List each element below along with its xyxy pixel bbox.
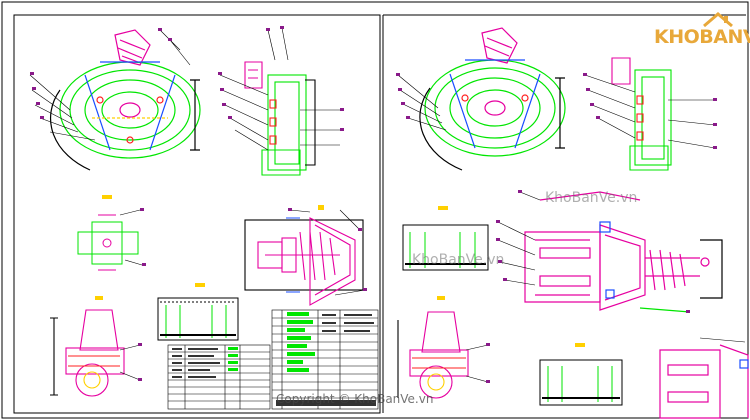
- brake-chamber-right: [497, 191, 723, 313]
- slack-adjuster-left: [50, 296, 141, 397]
- label-tags: [30, 26, 717, 383]
- table-fill-marks: [228, 312, 315, 372]
- cross-section-right: [402, 206, 489, 271]
- table-text-marks: [172, 314, 376, 406]
- logo-text: KHOBANVE: [654, 26, 750, 48]
- brake-drum-view-left: [29, 29, 201, 171]
- brake-chamber-right-bottom: [659, 337, 749, 419]
- shaft-part-left: [77, 195, 143, 271]
- brake-drum-view-right: [397, 27, 566, 171]
- logo-house-icon: [703, 12, 733, 28]
- copyright-watermark: Copyright © KhoBanVe.vn: [276, 392, 434, 406]
- slack-adjuster-right: [397, 296, 489, 399]
- hub-section-view-right: [584, 57, 716, 171]
- watermark-site-2: KhoBanVe.vn: [412, 252, 505, 268]
- cross-section-left: [157, 283, 239, 341]
- parts-list-table-right: [271, 309, 379, 410]
- hub-section-view-left: [219, 27, 340, 176]
- brake-chamber-left: [244, 205, 366, 306]
- cross-section-right-bottom: [539, 343, 623, 406]
- watermark-site-1: KhoBanVe.vn: [545, 190, 638, 206]
- parts-list-table-left: [167, 344, 271, 410]
